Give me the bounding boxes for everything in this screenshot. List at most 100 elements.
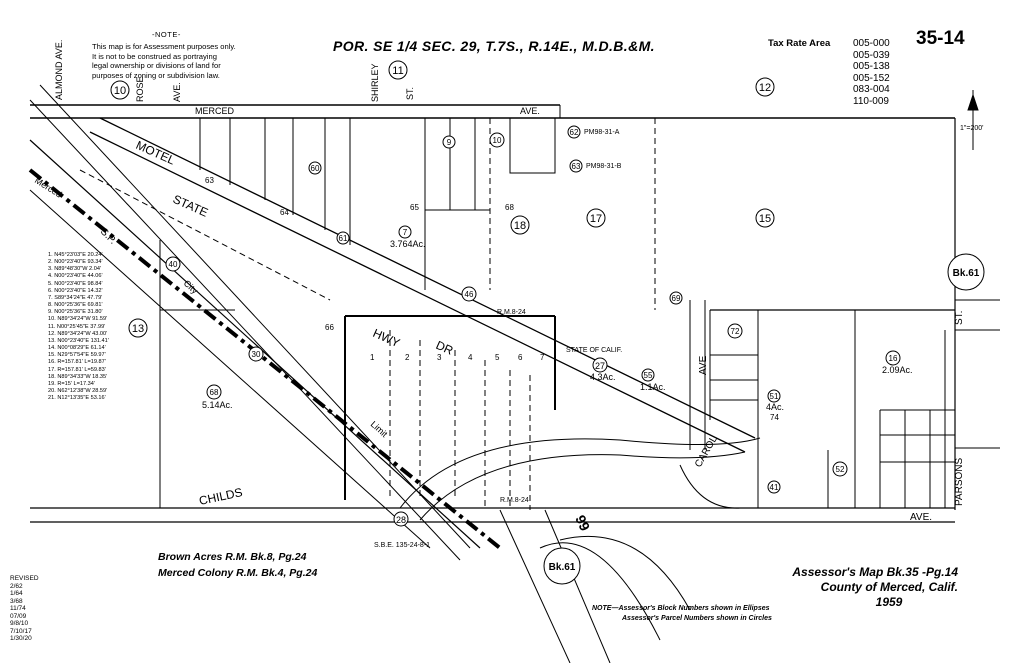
hwy-99: 99 bbox=[572, 513, 593, 534]
street-merced: MERCED bbox=[195, 106, 235, 116]
parcel-10: 10 bbox=[489, 132, 505, 148]
street-motel: MOTEL bbox=[134, 138, 178, 168]
street-hwy: HWY bbox=[371, 326, 402, 350]
parcel-65: 65 bbox=[410, 203, 419, 212]
svg-text:40: 40 bbox=[169, 260, 178, 269]
lot-7: 7 bbox=[540, 353, 545, 362]
lot-6: 6 bbox=[518, 353, 523, 362]
bottom-note-line2: Assessor's Parcel Numbers shown in Circl… bbox=[622, 615, 772, 622]
svg-text:62: 62 bbox=[570, 128, 579, 137]
note-body: This map is for Assessment purposes only… bbox=[92, 42, 304, 80]
lot-5: 5 bbox=[495, 353, 500, 362]
note-line: legal ownership or divisions of land for bbox=[92, 61, 221, 71]
acreage-27: 4.3Ac. bbox=[590, 372, 616, 382]
parcel-68-left: 68 bbox=[206, 384, 222, 400]
sbe-label: S.B.E. 135-24-8-1 bbox=[374, 542, 430, 549]
revised-date: 1/64 bbox=[10, 590, 23, 597]
lot-4: 4 bbox=[468, 353, 473, 362]
tra-code: 110-009 bbox=[853, 95, 889, 107]
bearing-row: 4. N00°23'40"E 44.06' bbox=[48, 273, 103, 280]
bottom-note: NOTE—Assessor's Block Numbers shown in E… bbox=[592, 604, 772, 624]
street-rose: ROSE bbox=[135, 76, 145, 102]
svg-text:12: 12 bbox=[759, 82, 771, 94]
revised-date: 11/74 bbox=[10, 605, 26, 612]
bearing-row: 5. N00°23'40"E 98.84' bbox=[48, 280, 103, 287]
street-parsons: PARSONS bbox=[954, 458, 965, 506]
parcel-51: 51 bbox=[767, 389, 781, 403]
street-carol-ave: AVE bbox=[698, 355, 709, 375]
svg-text:18: 18 bbox=[514, 220, 526, 232]
map-title: POR. SE 1/4 SEC. 29, T.7S., R.14E., M.D.… bbox=[333, 38, 655, 54]
revised-date: 7/10/17 bbox=[10, 627, 32, 635]
street-merced-ave: AVE. bbox=[520, 106, 540, 116]
references: Brown Acres R.M. Bk.8, Pg.24 Merced Colo… bbox=[158, 549, 317, 581]
svg-text:52: 52 bbox=[836, 465, 845, 474]
lot-1: 1 bbox=[370, 353, 375, 362]
tra-code: 083-004 bbox=[853, 84, 890, 96]
svg-text:15: 15 bbox=[759, 213, 771, 225]
svg-text:7: 7 bbox=[403, 228, 408, 237]
svg-text:63: 63 bbox=[572, 162, 581, 171]
svg-text:11: 11 bbox=[392, 65, 403, 77]
note-line: It is not to be construed as portraying bbox=[92, 51, 217, 61]
svg-text:41: 41 bbox=[770, 483, 779, 492]
assessor-year: 1959 bbox=[875, 595, 903, 609]
parcel-55: 55 bbox=[641, 368, 655, 382]
reference-merced-colony: Merced Colony R.M. Bk.4, Pg.24 bbox=[158, 567, 318, 579]
acreage-68: 5.14Ac. bbox=[202, 400, 233, 410]
parcel-68: 68 bbox=[505, 203, 514, 212]
revised-date: 07/09 bbox=[10, 612, 27, 620]
bearing-row: 18. N89°34'33"W 18.35' bbox=[48, 373, 108, 380]
svg-text:17: 17 bbox=[590, 213, 602, 225]
bearing-row: 9. N00°25'36"E 31.80' bbox=[48, 309, 103, 316]
revised-label: REVISED bbox=[10, 575, 39, 582]
bearing-row: 8. N00°25'36"E 69.81' bbox=[48, 302, 103, 309]
tra-code: 005-039 bbox=[853, 49, 890, 61]
parcel-16: 16 bbox=[885, 350, 901, 366]
rm-8-24-bottom-label: R.M.8-24 bbox=[500, 497, 529, 504]
assessor-line2: County of Merced, Calif. bbox=[820, 580, 958, 594]
revised-date: 2/62 bbox=[10, 582, 23, 590]
svg-text:72: 72 bbox=[731, 327, 740, 336]
parcel-74: 74 bbox=[770, 413, 779, 422]
block-13: 13 bbox=[128, 318, 148, 338]
map-number: 35-14 bbox=[916, 28, 965, 49]
parcel-66: 66 bbox=[325, 323, 334, 332]
street-rose-ave: AVE. bbox=[172, 82, 182, 102]
bottom-note-line1: NOTE—Assessor's Block Numbers shown in E… bbox=[592, 605, 770, 612]
bearing-row: 20. N62°12'38"W 28.59' bbox=[48, 387, 108, 394]
acreage-55: 1.1Ac. bbox=[640, 382, 666, 392]
svg-text:61: 61 bbox=[339, 234, 348, 243]
reference-brown-acres: Brown Acres R.M. Bk.8, Pg.24 bbox=[158, 551, 307, 563]
bearing-row: 21. N12°13'35"E 53.16' bbox=[48, 395, 106, 402]
svg-text:16: 16 bbox=[889, 354, 898, 363]
note-line: This map is for Assessment purposes only… bbox=[92, 42, 236, 51]
street-carol: CAROL bbox=[693, 434, 720, 470]
parcel-46: 46 bbox=[461, 286, 477, 302]
note-line: purposes of zoning or subdivision law. bbox=[92, 70, 220, 80]
svg-text:68: 68 bbox=[210, 388, 219, 397]
tra-code: 005-000 bbox=[853, 38, 890, 49]
svg-text:27: 27 bbox=[595, 361, 605, 371]
street-state: STATE bbox=[171, 192, 210, 220]
bearing-row: 13. N00°23'40"E 131.41' bbox=[48, 337, 109, 344]
acreage-51: 4Ac. bbox=[766, 402, 784, 412]
svg-text:69: 69 bbox=[672, 294, 681, 303]
acreage-7: 3.764Ac. bbox=[390, 239, 426, 249]
bearing-row: 19. R=15' L=17.34' bbox=[48, 380, 95, 387]
block-27: 27 bbox=[592, 357, 608, 373]
parcel-61: 61 bbox=[336, 231, 350, 245]
street-merced-rr: Merced bbox=[33, 175, 64, 199]
svg-text:Bk.61: Bk.61 bbox=[549, 562, 576, 573]
pm-31b-label: PM98-31-B bbox=[586, 163, 622, 170]
bearing-row: 16. R=157.81' L=19.87' bbox=[48, 359, 106, 366]
svg-text:30: 30 bbox=[252, 350, 261, 359]
parcel-63: 63 bbox=[205, 176, 214, 185]
rm-8-24-label: R.M.8-24 bbox=[497, 309, 526, 316]
svg-text:51: 51 bbox=[770, 392, 779, 401]
bearing-legend: 1. N45°23'03"E 20.24' 2. N00°23'40"E 93.… bbox=[48, 252, 109, 402]
svg-text:Bk.61: Bk.61 bbox=[953, 268, 980, 279]
tax-rate-area-label: Tax Rate Area bbox=[768, 38, 831, 49]
svg-text:13: 13 bbox=[132, 323, 144, 335]
